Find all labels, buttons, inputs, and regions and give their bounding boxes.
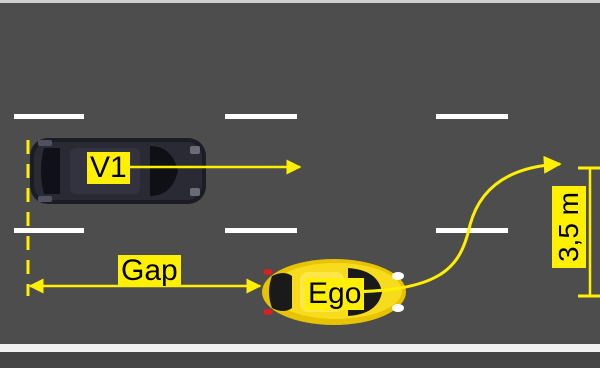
road-edge-top <box>0 0 600 3</box>
lane-width-label: 3,5 m <box>552 186 586 268</box>
road-edge-bottom <box>0 344 600 352</box>
lane-marking-upper <box>14 114 508 119</box>
gap-label: Gap <box>118 255 181 287</box>
lane-marking-lower <box>14 228 508 233</box>
lane-width-label-text: 3,5 m <box>553 191 584 263</box>
v1-label: V1 <box>87 152 130 184</box>
ego-lane-change-path <box>339 155 562 294</box>
ego-label: Ego <box>305 278 365 310</box>
road-shoulder <box>0 352 600 368</box>
